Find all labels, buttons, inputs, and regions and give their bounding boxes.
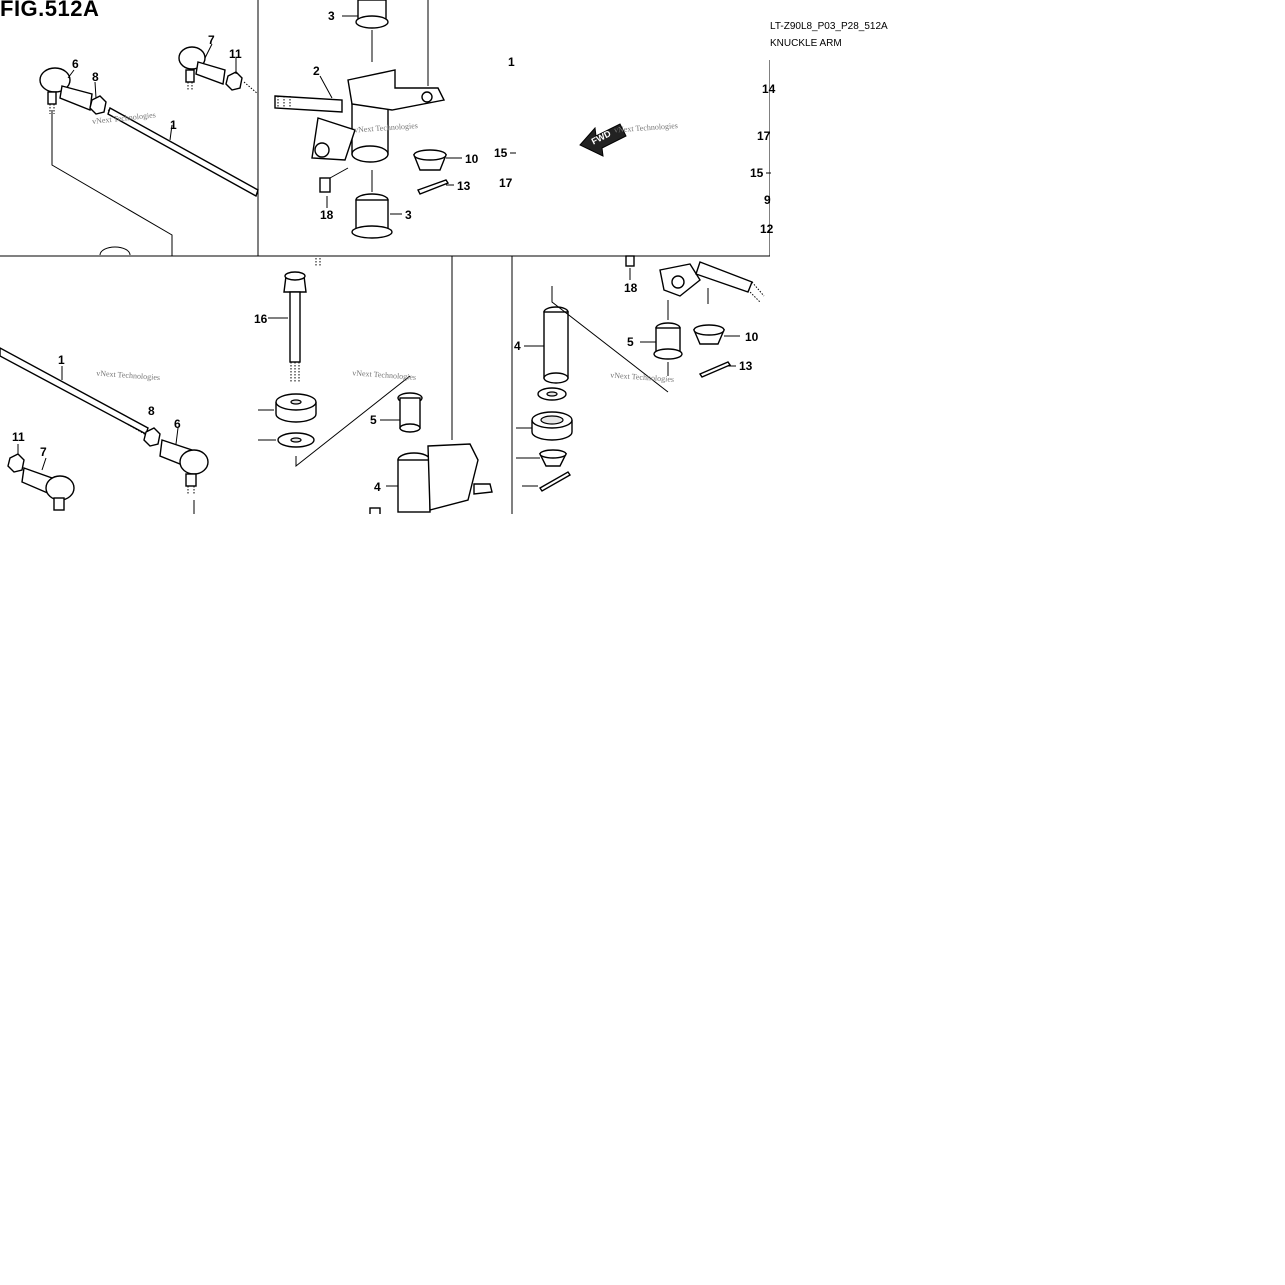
callout-8-lower: 8 <box>148 404 155 418</box>
callout-right-3: 15 <box>750 166 764 180</box>
callout-2: 2 <box>313 64 320 78</box>
tie-rod-end-7-lower <box>17 444 75 511</box>
tie-rod-1-lower <box>0 347 149 437</box>
watermark-6: vNext Technologies <box>610 371 674 384</box>
callout-4-right: 4 <box>514 339 521 353</box>
callout-6: 6 <box>72 57 79 71</box>
callout-right-1: 14 <box>762 82 776 96</box>
callout-16: 16 <box>254 312 268 326</box>
bushing-5-right <box>640 300 683 376</box>
callout-10-right: 10 <box>745 330 759 344</box>
callout-10: 10 <box>465 152 479 166</box>
callout-6-lower: 6 <box>174 417 181 431</box>
callout-1-lower: 1 <box>58 353 65 367</box>
bolt-18 <box>319 167 349 208</box>
watermark-2: vNext Technologies <box>354 121 418 134</box>
callout-3-top: 3 <box>328 9 335 23</box>
callout-18: 18 <box>320 208 334 222</box>
seal-right <box>531 411 573 441</box>
forward-arrow-icon: FWD <box>579 123 627 157</box>
callout-5-lower: 5 <box>370 413 377 427</box>
figure-code: LT-Z90L8_P03_P28_512A <box>770 21 888 32</box>
callout-right-2: 17 <box>757 129 771 143</box>
bushing-3-top <box>342 0 389 62</box>
cotter-pin-13 <box>417 179 450 195</box>
tie-rod-end-6 <box>39 67 93 114</box>
callout-right-5: 12 <box>760 222 774 236</box>
spacer-washer-upper <box>275 393 317 423</box>
cotter-pin-13-right <box>698 361 732 378</box>
callouts: 6 8 1 7 11 3 2 10 13 18 3 1 15 17 14 17 … <box>12 9 776 494</box>
callout-13-right: 13 <box>739 359 753 373</box>
washer-right <box>537 387 567 401</box>
nut-11 <box>225 71 243 91</box>
watermark-3: vNext Technologies <box>614 121 678 134</box>
callout-13: 13 <box>457 179 471 193</box>
bottom-right-panel <box>516 255 765 492</box>
watermarks: vNext Technologies vNext Technologies vN… <box>92 110 678 384</box>
knuckle-arm-2 <box>274 0 446 163</box>
callout-3-bottom: 3 <box>405 208 412 222</box>
callout-5-right: 5 <box>627 335 634 349</box>
callout-18-right: 18 <box>624 281 638 295</box>
bushing-5-lower <box>380 392 423 433</box>
cotter-pin-right <box>539 471 571 492</box>
callout-15: 15 <box>494 146 508 160</box>
knuckle-4 <box>369 256 493 519</box>
nut-8-lower <box>143 427 161 447</box>
bottom-left-panel <box>0 256 493 519</box>
callout-17: 17 <box>499 176 513 190</box>
watermark-4: vNext Technologies <box>96 369 160 382</box>
callout-8: 8 <box>92 70 99 84</box>
spindle-4 <box>524 286 669 393</box>
callout-7: 7 <box>208 33 215 47</box>
cap-nut-10-right <box>692 324 740 345</box>
nut-8 <box>89 95 107 115</box>
nut-11-lower <box>7 453 25 473</box>
figure-name: KNUCKLE ARM <box>770 38 842 49</box>
bolt-16 <box>268 258 321 382</box>
callout-7-lower: 7 <box>40 445 47 459</box>
knuckle-right <box>625 255 765 304</box>
callout-right-4: 9 <box>764 193 771 207</box>
callout-11: 11 <box>229 47 242 61</box>
watermark-5: vNext Technologies <box>352 368 416 381</box>
callout-4-lower: 4 <box>374 480 381 494</box>
callout-11-lower: 11 <box>12 430 25 444</box>
tie-rod-end-7 <box>178 46 226 90</box>
top-left-panel <box>39 0 462 256</box>
tie-rod-1 <box>107 106 259 198</box>
cap-nut-10 <box>412 149 462 171</box>
figure-title: FIG.512A <box>0 0 100 21</box>
spacer-washer-lower <box>277 432 315 448</box>
callout-1: 1 <box>170 118 177 132</box>
cap-nut-right <box>538 449 568 467</box>
bushing-3-bottom <box>351 170 402 239</box>
callout-1-mid: 1 <box>508 55 515 69</box>
tie-rod-end-6-lower <box>159 427 209 514</box>
